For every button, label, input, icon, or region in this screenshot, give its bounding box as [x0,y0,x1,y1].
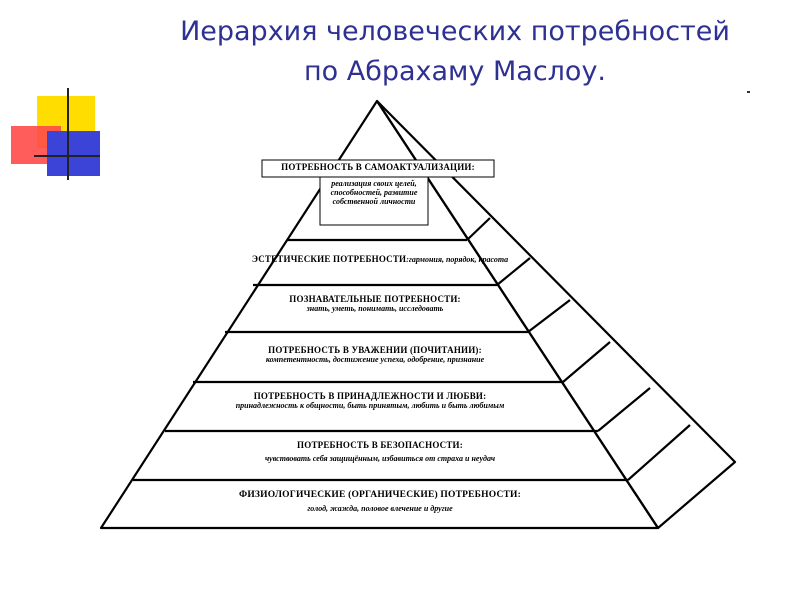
level-self-actualization-description: реализация своих целей, способностей, ра… [330,179,418,207]
vertical-line [67,88,69,180]
side-divider-5 [597,387,651,432]
level-cognitive-description: знать, уметь, понимать, исследовать [306,304,444,314]
stray-dot [747,91,750,93]
level-esteem-name: ПОТРЕБНОСТЬ В УВАЖЕНИИ (ПОЧИТАНИИ): [268,345,482,355]
level-cognitive: ПОЗНАВАТЕЛЬНЫЕ ПОТРЕБНОСТИ: знать, уметь… [260,294,490,314]
level-belonging-description: принадлежность к общности, быть принятым… [235,401,505,411]
level-safety: ПОТРЕБНОСТЬ В БЕЗОПАСНОСТИ: чувствовать … [195,440,565,464]
level-esteem-description: компетентность, достижение успеха, одобр… [265,355,485,365]
level-self-actualization: ПОТРЕБНОСТЬ В САМОАКТУАЛИЗАЦИИ: [262,162,494,172]
side-divider-3 [527,299,571,333]
pyramid-side-face [375,99,737,530]
level-cognitive-name: ПОЗНАВАТЕЛЬНЫЕ ПОТРЕБНОСТИ: [289,294,461,304]
level-aesthetic: ЭСТЕТИЧЕСКИЕ ПОТРЕБНОСТИ:гармония, поряд… [220,249,540,267]
level-belonging-name: ПОТРЕБНОСТЬ В ПРИНАДЛЕЖНОСТИ И ЛЮБВИ: [253,391,487,401]
horizontal-line [34,155,100,157]
title-line-1: Иерархия человеческих потребностей [180,16,730,47]
level-physiological-name: ФИЗИОЛОГИЧЕСКИЕ (ОРГАНИЧЕСКИЕ) ПОТРЕБНОС… [238,490,522,500]
blue-square [47,131,100,176]
slide-title: Иерархия человеческих потребностей по Аб… [110,12,800,92]
level-belonging: ПОТРЕБНОСТЬ В ПРИНАДЛЕЖНОСТИ И ЛЮБВИ: пр… [195,391,545,411]
side-divider-2 [496,257,531,286]
level-safety-name: ПОТРЕБНОСТЬ В БЕЗОПАСНОСТИ: [297,440,463,450]
level-self-actualization-name: ПОТРЕБНОСТЬ В САМОАКТУАЛИЗАЦИИ: [281,162,475,172]
level-aesthetic-description: :гармония, порядок, красота [406,255,509,264]
side-divider-4 [562,341,611,383]
level-safety-description: чувствовать себя защищённым, избавиться … [264,454,496,464]
title-line-2: по Абрахаму Маслоу. [303,56,607,87]
level-physiological-description: голод, жажда, половое влечение и другие [307,503,453,513]
level-esteem: ПОТРЕБНОСТЬ В УВАЖЕНИИ (ПОЧИТАНИИ): комп… [220,345,530,365]
top-desc-box [319,176,429,226]
level-physiological: ФИЗИОЛОГИЧЕСКИЕ (ОРГАНИЧЕСКИЕ) ПОТРЕБНОС… [190,490,570,513]
side-divider-6 [627,424,691,481]
level-aesthetic-name: ЭСТЕТИЧЕСКИЕ ПОТРЕБНОСТИ [251,254,407,264]
level-self-actualization-desc: реализация своих целей, способностей, ра… [320,179,428,207]
side-divider-1 [466,217,491,241]
